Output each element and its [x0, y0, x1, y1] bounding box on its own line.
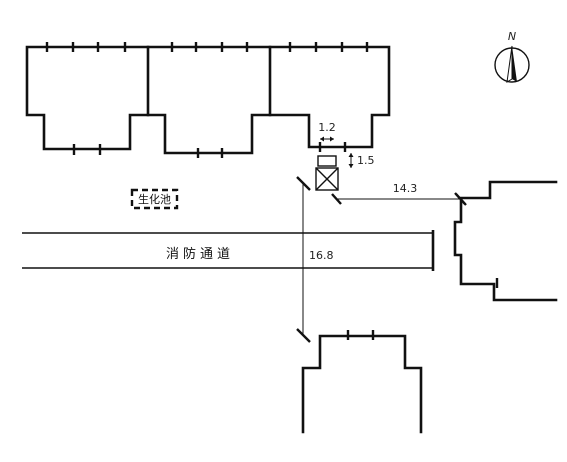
right-building-outline [453, 180, 558, 302]
septic-tank: 生化池 [130, 188, 179, 210]
bottom-building-outline [301, 334, 423, 434]
top-building-unit-3 [268, 45, 391, 149]
vertical-reference-line [296, 176, 311, 343]
fire-lane-label: 消防通道 [166, 246, 234, 262]
top-building-unit-1 [25, 45, 150, 151]
dimension-1-2: 1.2 [318, 121, 336, 142]
north-arrow: N [494, 30, 530, 83]
right-building [453, 180, 558, 302]
dimension-14-3-label: 14.3 [393, 182, 418, 195]
dimension-16-8-label: 16.8 [309, 249, 334, 262]
dimension-14-3: 14.3 [331, 182, 466, 205]
top-building-unit-2 [146, 45, 272, 155]
small-tank [315, 155, 339, 191]
bottom-building [301, 330, 423, 434]
dimension-1-2-label: 1.2 [318, 121, 336, 134]
fire-access-road: 消防通道 [22, 230, 435, 271]
dimension-16-8: 16.8 [309, 249, 334, 262]
dimension-1-5: 1.5 [348, 153, 375, 168]
dimension-1-5-label: 1.5 [357, 154, 375, 167]
septic-tank-label: 生化池 [138, 192, 171, 206]
north-arrow-label: N [508, 30, 516, 43]
top-building [25, 42, 391, 158]
